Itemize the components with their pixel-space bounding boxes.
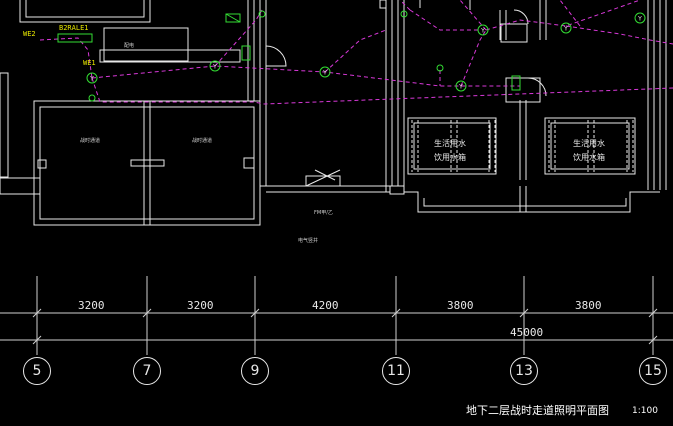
axis-bubble-15[interactable]: 15 [639, 357, 667, 385]
tank-label-2-line2: 饮用水箱 [573, 153, 605, 162]
axis-bubble-9[interactable]: 9 [241, 357, 269, 385]
total-dimension-text: 45000 [510, 326, 544, 339]
axis-bubble-13[interactable]: 13 [510, 357, 538, 385]
fire-detector-icon[interactable] [511, 75, 521, 91]
svg-text:Y: Y [212, 64, 217, 71]
tank-label-2-line1: 生活用水 [573, 139, 605, 148]
panel-label: B2RALE1 [59, 24, 89, 32]
panel-box-icon[interactable] [57, 33, 93, 43]
lighting-circuit [39, 0, 673, 105]
svg-text:Y: Y [563, 26, 568, 33]
tank-label-1-line2: 饮用水箱 [434, 153, 466, 162]
circuit-label-we2: WE2 [23, 30, 36, 38]
fixture-letters: Y Y Y Y Y Y Y [89, 16, 642, 91]
dimension-text: 3800 [447, 299, 474, 312]
axis-bubble-5[interactable]: 5 [23, 357, 51, 385]
wall-lines [0, 0, 667, 226]
room-label-small: 配电 [124, 43, 135, 49]
emergency-light-icon[interactable] [209, 60, 221, 72]
axis-bubble-11[interactable]: 11 [382, 357, 410, 385]
dimension-text: 3800 [575, 299, 602, 312]
fire-detector-icon[interactable] [241, 45, 251, 61]
lighting-fixtures [57, 10, 646, 102]
dimension-text: 4200 [312, 299, 339, 312]
exit-light-icon[interactable] [258, 10, 266, 18]
dimension-text: 3200 [187, 299, 214, 312]
emergency-light-icon[interactable] [477, 24, 489, 36]
emergency-light-icon[interactable] [86, 72, 98, 84]
drawing-scale: 1:100 [632, 406, 658, 416]
door-label-fm: FM甲/乙 [314, 210, 333, 216]
circuit-label-we1: WE1 [83, 59, 96, 67]
svg-text:Y: Y [637, 16, 642, 23]
exit-light-icon[interactable] [400, 10, 408, 18]
room-label-a: 战时通道 [80, 138, 101, 144]
svg-text:Y: Y [89, 76, 94, 83]
tank-hatch [411, 120, 634, 172]
svg-text:Y: Y [322, 70, 327, 77]
emergency-light-icon[interactable] [455, 80, 467, 92]
svg-text:Y: Y [480, 28, 485, 35]
corridor-label: 电气竖井 [298, 238, 319, 244]
axis-bubble-7[interactable]: 7 [133, 357, 161, 385]
emergency-light-icon[interactable] [634, 12, 646, 24]
svg-text:Y: Y [458, 84, 463, 91]
emergency-light-icon[interactable] [319, 66, 331, 78]
emergency-light-icon[interactable] [560, 22, 572, 34]
dimension-text: 3200 [78, 299, 105, 312]
dimension-lines [0, 276, 673, 355]
exit-light-icon[interactable] [88, 94, 96, 102]
switch-icon[interactable] [225, 13, 241, 23]
drawing-title: 地下二层战时走道照明平面图 [466, 404, 609, 417]
exit-light-icon[interactable] [436, 64, 444, 72]
tank-label-1-line1: 生活用水 [434, 139, 466, 148]
room-label-b: 战时通道 [192, 138, 213, 144]
